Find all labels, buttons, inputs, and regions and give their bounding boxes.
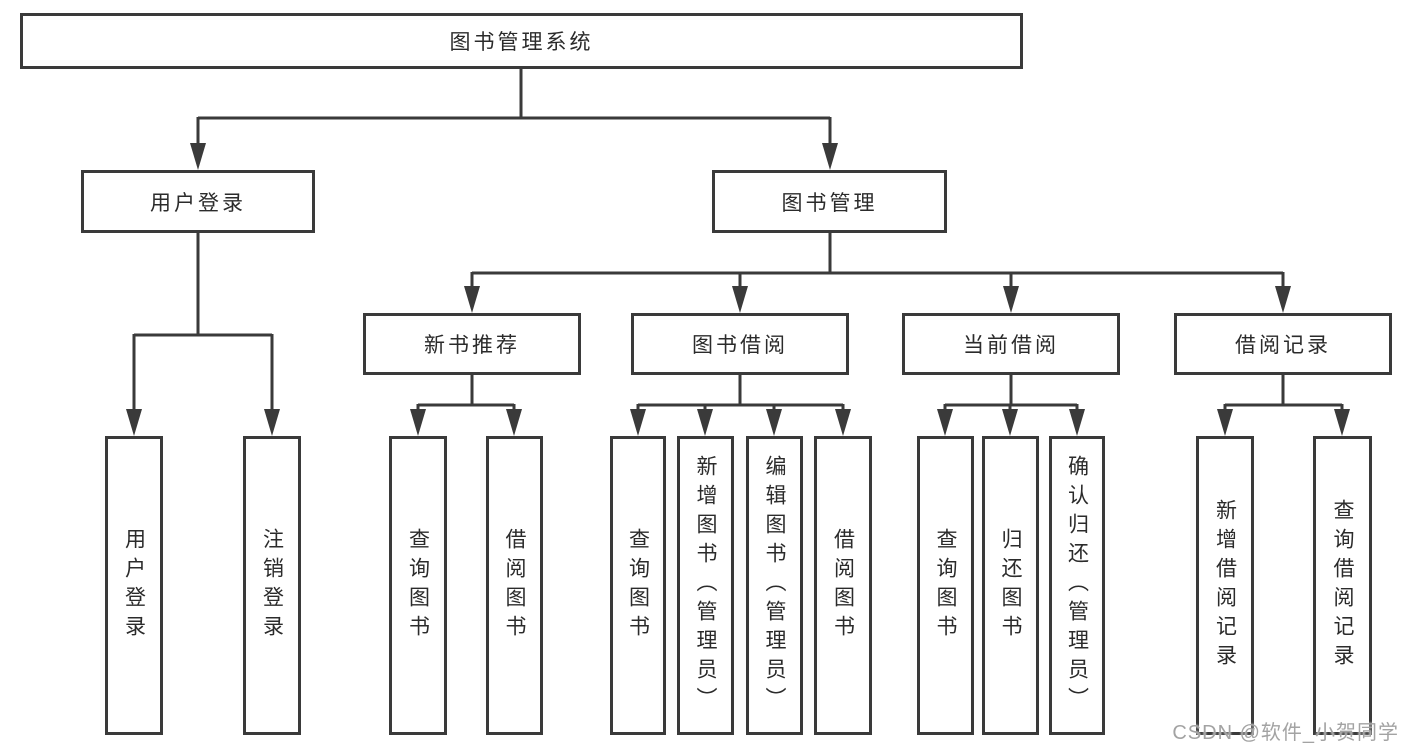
leaf-confirm-return-admin: 确认归还（管理员） [1049, 436, 1105, 735]
watermark: CSDN @软件_小贺同学 [1172, 722, 1399, 744]
node-user-login-module: 用户登录 [81, 170, 315, 233]
node-current-borrowing: 当前借阅 [902, 313, 1120, 375]
leaf-user-login: 用户登录 [105, 436, 163, 735]
node-system-root: 图书管理系统 [20, 13, 1023, 69]
leaf-query-books-borrow: 查询图书 [610, 436, 666, 735]
node-new-book-recommend: 新书推荐 [363, 313, 581, 375]
leaf-query-books-current: 查询图书 [917, 436, 974, 735]
leaf-logout: 注销登录 [243, 436, 301, 735]
node-borrow-records: 借阅记录 [1174, 313, 1392, 375]
leaf-edit-books-admin: 编辑图书（管理员） [746, 436, 803, 735]
leaf-return-books: 归还图书 [982, 436, 1039, 735]
leaf-borrow-books: 借阅图书 [814, 436, 872, 735]
leaf-add-borrow-record: 新增借阅记录 [1196, 436, 1254, 735]
leaf-borrow-books-recommend: 借阅图书 [486, 436, 543, 735]
leaf-add-books-admin: 新增图书（管理员） [677, 436, 734, 735]
node-book-management-module: 图书管理 [712, 170, 947, 233]
leaf-query-books-recommend: 查询图书 [389, 436, 447, 735]
node-book-borrowing: 图书借阅 [631, 313, 849, 375]
leaf-query-borrow-record: 查询借阅记录 [1313, 436, 1372, 735]
